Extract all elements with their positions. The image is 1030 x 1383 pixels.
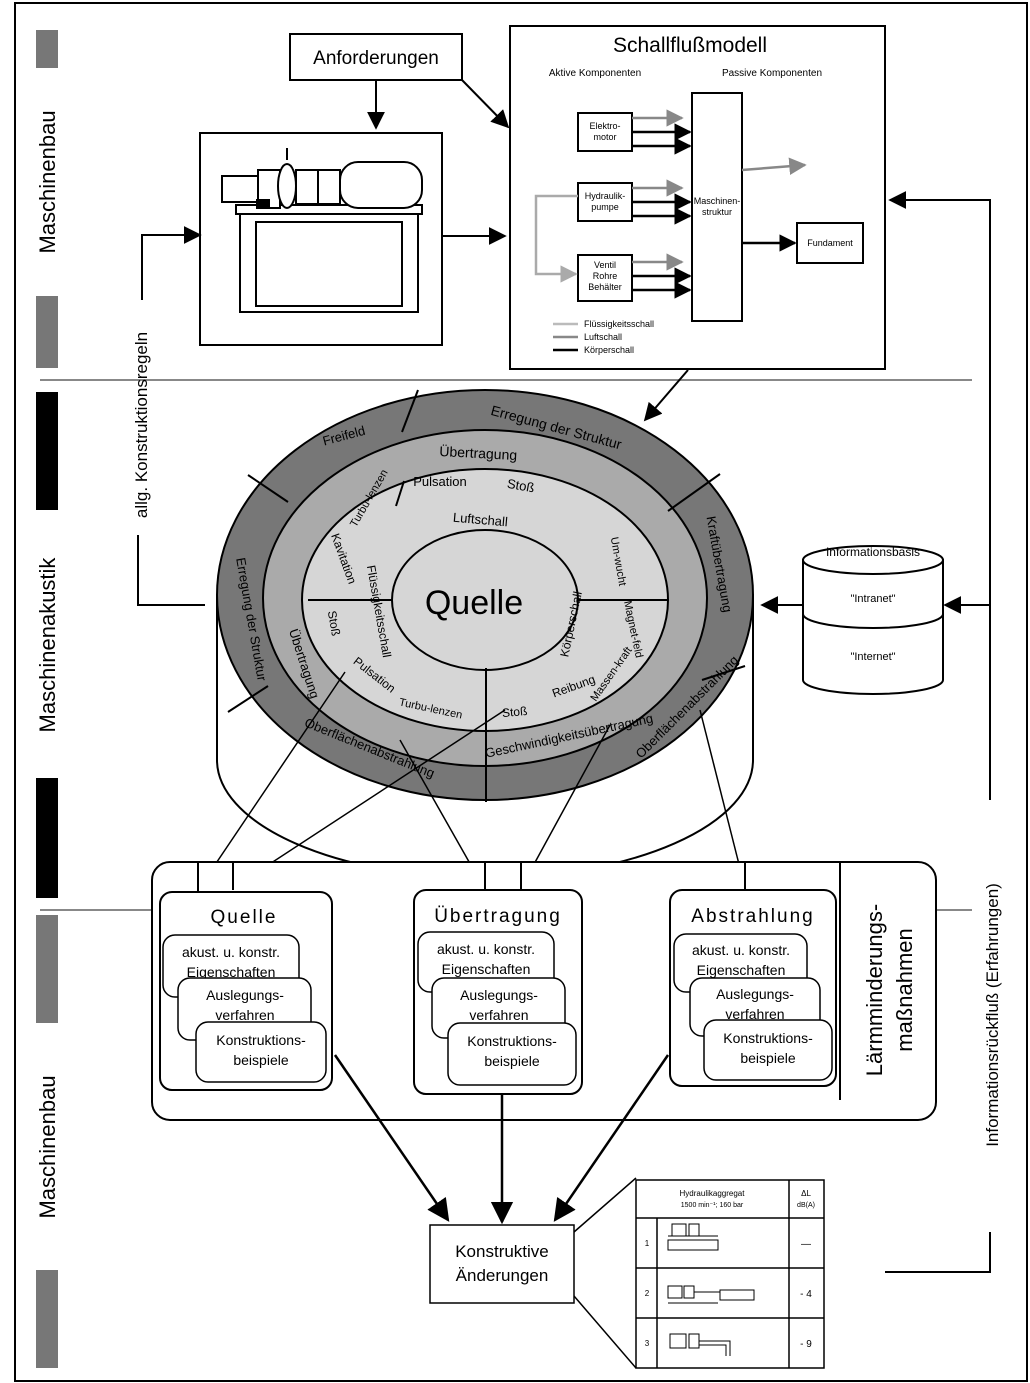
schallfluss-title: Schallflußmodell	[613, 34, 767, 57]
elektromotor-l2: motor	[593, 132, 616, 142]
table-row1-value: —	[801, 1239, 811, 1250]
arrow-model-wheel	[643, 369, 689, 422]
table-header-l2: 1500 min⁻¹; 160 bar	[681, 1202, 744, 1209]
aktive-label: Aktive Komponenten	[549, 68, 641, 79]
abstrahlung-card3-l2: beispiele	[740, 1050, 795, 1066]
uebertragung-card1-l2: Eigenschaften	[442, 961, 531, 977]
column-uebertragung-title: Übertragung	[434, 906, 562, 927]
side-label-top: Maschinenbau	[35, 110, 60, 253]
line-regeln-wheel	[137, 535, 205, 606]
abstrahlung-card3-l1: Konstruktions-	[723, 1030, 813, 1046]
intranet-label: "Intranet"	[850, 593, 895, 605]
table-row2-value: - 4	[800, 1289, 812, 1300]
uebertragung-card3-l1: Konstruktions-	[467, 1033, 557, 1049]
legend-fluessig: Flüssigkeitsschall	[584, 319, 654, 329]
wheel-inner-top-3: Luftschall	[452, 510, 508, 530]
left-bars	[36, 30, 58, 1368]
hydraulic-machine-icon	[221, 148, 423, 313]
anforderungen-label: Anforderungen	[313, 48, 439, 69]
pumpe-l1: Hydraulik-	[585, 191, 626, 201]
table-row1-num: 1	[645, 1239, 650, 1248]
ventil-l1: Ventil	[594, 260, 616, 270]
table-row3-value: - 9	[800, 1339, 812, 1350]
database-icon	[802, 545, 944, 695]
schallfluss-legend	[553, 322, 578, 352]
laerm-label-1: Lärmminderungs-	[862, 904, 887, 1076]
wheel-center: Quelle	[425, 584, 523, 622]
table-header-r2: dB(A)	[797, 1202, 815, 1209]
abstrahlung-card2-l1: Auslegungs-	[716, 986, 794, 1002]
struktur-l2: struktur	[702, 207, 732, 217]
table-row3-num: 3	[645, 1339, 650, 1348]
quelle-card3-l2: beispiele	[233, 1052, 288, 1068]
wheel-middle-0: Übertragung	[439, 442, 518, 463]
page-border	[14, 2, 1028, 1382]
wheel-top	[216, 389, 754, 802]
laerm-label-2: maßnahmen	[892, 928, 917, 1052]
abstrahlung-card1-l2: Eigenschaften	[697, 962, 786, 978]
uebertragung-card1-l1: akust. u. konstr.	[437, 941, 535, 957]
uebertragung-card2-l1: Auslegungs-	[460, 987, 538, 1003]
return-line-top	[888, 191, 991, 800]
laerm-connector-lines	[197, 862, 746, 892]
table-sketches	[667, 1223, 755, 1356]
pumpe-l2: pumpe	[591, 202, 619, 212]
side-label-middle: Maschinenakustik	[35, 557, 60, 733]
legend-koerper: Körperschall	[584, 345, 634, 355]
elektromotor-l1: Elektro-	[589, 121, 620, 131]
table-row2-num: 2	[645, 1289, 650, 1298]
internet-label: "Internet"	[850, 651, 895, 663]
konstruktive-l2: Änderungen	[456, 1266, 549, 1285]
return-line-bottom	[885, 1232, 991, 1273]
wheel-inner-top-1: Stoß	[506, 476, 536, 496]
quelle-card2-l1: Auslegungs-	[206, 987, 284, 1003]
arrow-regeln-machine	[141, 226, 202, 300]
ventil-l3: Behälter	[588, 282, 622, 292]
side-label-bottom: Maschinenbau	[35, 1075, 60, 1218]
result-table	[635, 1179, 825, 1369]
flow-arrows	[534, 109, 807, 299]
konstruktive-l1: Konstruktive	[455, 1242, 549, 1261]
wheel-inner-right-5: Stoß	[501, 704, 527, 720]
uebertragung-card2-l2: verfahren	[469, 1007, 528, 1023]
table-header-l1: Hydraulikaggregat	[680, 1189, 746, 1198]
column-quelle-title: Quelle	[211, 907, 278, 928]
passive-label: Passive Komponenten	[722, 68, 822, 79]
wheel-inner-top-0: Pulsation	[413, 474, 466, 489]
column-abstrahlung: Abstrahlung akust. u. konstr. Eigenschaf…	[669, 889, 837, 1087]
fundament-label: Fundament	[807, 238, 853, 248]
konstruktive-box	[429, 1224, 575, 1304]
table-header-r1: ΔL	[801, 1189, 811, 1198]
arrow-anf-model	[461, 79, 510, 129]
wheel-inner-left-1: Stoß	[325, 610, 343, 637]
quelle-card1-l1: akust. u. konstr.	[182, 944, 280, 960]
abstrahlung-card2-l2: verfahren	[725, 1006, 784, 1022]
quelle-card2-l2: verfahren	[215, 1007, 274, 1023]
konstruktionsregeln-label: allg. Konstruktionsregeln	[132, 332, 151, 518]
abstrahlung-card1-l1: akust. u. konstr.	[692, 942, 790, 958]
struktur-l1: Maschinen-	[694, 196, 741, 206]
quelle-card1-l2: Eigenschaften	[187, 964, 276, 980]
uebertragung-card3-l2: beispiele	[484, 1053, 539, 1069]
zoom-lines	[573, 1177, 637, 1369]
column-quelle: Quelle akust. u. konstr. Eigenschaften A…	[159, 891, 333, 1091]
informationsrueckfluss-label: Informationsrückfluß (Erfahrungen)	[983, 883, 1002, 1147]
informationsbasis-title: Informationsbasis	[826, 545, 920, 559]
ventil-l2: Rohre	[593, 271, 618, 281]
component-boxes	[577, 92, 864, 322]
arrows-to-konstruktive	[333, 1054, 670, 1225]
legend-luft: Luftschall	[584, 332, 622, 342]
column-abstrahlung-title: Abstrahlung	[691, 906, 814, 927]
column-uebertragung: Übertragung akust. u. konstr. Eigenschaf…	[413, 889, 583, 1095]
quelle-card3-l1: Konstruktions-	[216, 1032, 306, 1048]
